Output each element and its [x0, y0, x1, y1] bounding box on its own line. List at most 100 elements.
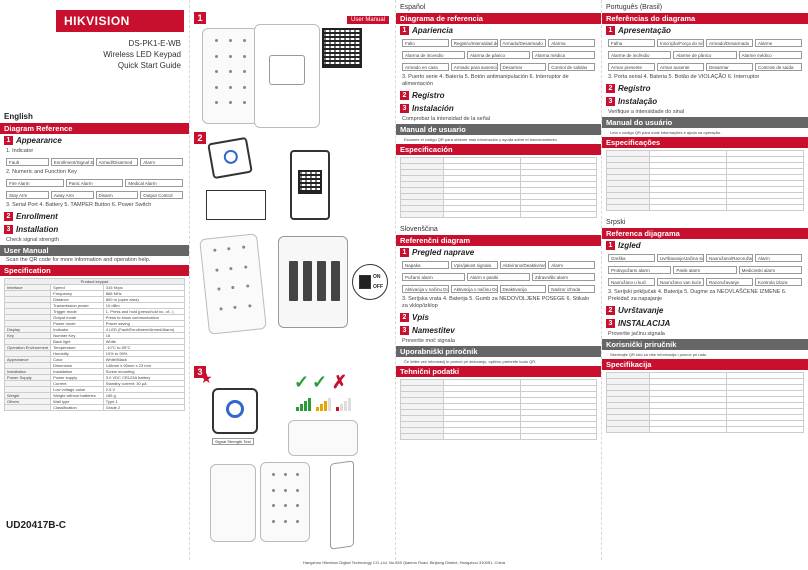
indicator-row: Falha Inscrição/Força do sinal Armado/De… [602, 37, 808, 49]
table-row [605, 426, 804, 433]
table-cell [399, 433, 445, 440]
user-manual-heading: User Manual [0, 245, 189, 256]
key-row: Požarni alarm Alarm v paniki Zdravniški … [396, 271, 601, 283]
footer-address: Hangzhou Hikvision Digital Technology CO… [302, 560, 506, 565]
scan-text: Leia o código QR para mais informações e… [610, 130, 722, 135]
key-item: Aktivacija v načinu Doma [402, 285, 449, 293]
table-cell: Grade 2 [102, 404, 186, 411]
specification-heading: Specifikacija [602, 359, 808, 370]
battery-icon [317, 261, 326, 301]
signal-bars-icon [316, 398, 331, 411]
keypad-side-illustration [199, 233, 267, 335]
keypad-side-profile [330, 460, 354, 550]
check-signal-note: Comprobar la intensidad de la señal [402, 116, 491, 122]
check-signal-note: Verifique a intensidade do sinal [608, 109, 685, 115]
key-item: Nadzor izhoda [548, 285, 595, 293]
key-item: Desarmar [499, 63, 547, 71]
key-item: Alarme de pânico [673, 51, 737, 59]
table-cell [605, 426, 651, 433]
indicator-item: Enrollment/Signal Strength [50, 158, 94, 166]
guide-title: Quick Start Guide [117, 61, 181, 70]
diagram-reference-heading: Diagram Reference [0, 123, 189, 134]
battery-icon [289, 261, 298, 301]
signal-test-illustration [212, 388, 258, 434]
signal-bars-icon [336, 398, 351, 411]
key-item: Naoružano u kući [608, 278, 655, 286]
key-row: Stay Arm Away Arm Disarm Output Control [0, 189, 189, 201]
indicator-row: Fallo Registro/Intensidad de señal Armad… [396, 37, 601, 49]
star-icon: ★ [200, 370, 213, 386]
key-item: Aktivacija v načinu Odsoten [450, 285, 498, 293]
check-signal-note: Proverite jačinu signala [608, 331, 665, 337]
spec-table [399, 379, 598, 440]
panel-screen-illustration [206, 190, 266, 220]
key-item: Desarmar [706, 63, 753, 71]
parts-caption: 3. Serijska vrata 4. Baterija 5. Gumb za… [402, 296, 590, 309]
scan-text: Escanee el código QR para obtener más in… [404, 137, 558, 142]
table-cell [605, 204, 651, 211]
table-cell [519, 211, 598, 218]
indicator-item: Registro/Intensidad de señal [450, 39, 498, 47]
specification-heading: Specification [0, 265, 189, 276]
indicator-row: Napaka Vpis/jakost signala Aktivirano/De… [396, 259, 601, 271]
table-cell: 4 LED (Fault/Enrollment/Armed/Alarm) [102, 326, 186, 333]
keypad-enrollment-illustration [207, 136, 253, 180]
diagram-reference-heading: Referenca dijagrama [602, 228, 808, 239]
key-item: Armar ausente [657, 63, 704, 71]
user-manual-heading: Manual do usuário [602, 117, 808, 128]
indicator-item: Vpis/jakost signala [450, 261, 498, 269]
language-label: Español [400, 4, 426, 11]
indicator-item: Alarm [548, 261, 595, 269]
step-number-icon: 1 [4, 136, 13, 145]
indicator-item: Aktivirano/Deaktivirano [499, 261, 547, 269]
diagram-reference-heading: Referenčni diagram [396, 235, 601, 246]
check-icon: ✓ [312, 372, 328, 392]
off-label: OFF [373, 284, 383, 290]
english-panel: HIKVISION DS-PK1-E-WB Wireless LED Keypa… [0, 0, 190, 560]
scan-text: Scan the QR code for more information an… [6, 257, 151, 263]
product-model: DS-PK1-E-WB [128, 39, 181, 48]
table-cell: Classification [50, 404, 104, 411]
keypad-front-illustration [202, 28, 258, 124]
indicator-item: Alarm [140, 158, 183, 166]
key-row: Aktivacija v načinu Doma Aktivacija v na… [396, 283, 601, 295]
key-item: Stay Arm [6, 191, 49, 199]
table-row [605, 204, 804, 211]
key-item: Panik alarm [673, 266, 737, 274]
indicator-item: Falha [608, 39, 655, 47]
indicator-item: Fault [6, 158, 49, 166]
language-label: Srpski [606, 219, 626, 226]
specification-heading: Especificación [396, 144, 601, 155]
key-row: Alarme de incêndio Alarme de pânico Alar… [602, 49, 808, 61]
battery-compartment-illustration [278, 236, 348, 328]
figures-panel: User Manual 1 2 ON OFF 3 ★ Signal Streng… [190, 0, 396, 560]
key-row: Fire Alarm Panic Alarm Medical Alarm [0, 177, 189, 189]
specification-heading: Tehnični podatki [396, 366, 601, 377]
key-item: Zdravniški alarm [532, 273, 595, 281]
keys-caption: 2. Numeric and Function Key [6, 169, 77, 175]
spec-table [605, 150, 804, 211]
indicator-item: Armado/Desarmado [499, 39, 547, 47]
keypad-mini-illustration [288, 420, 358, 456]
language-label: Português (Brasil) [606, 4, 663, 11]
check-signal-note: Check signal strength [6, 237, 59, 243]
key-item: Alarme de incêndio [608, 51, 672, 59]
check-icon: ✓ [294, 372, 310, 392]
parts-caption: 3. Porta serial 4. Bateria 5. Botão de V… [608, 74, 760, 80]
key-item: Razoružavanje [706, 278, 753, 286]
key-item: Deaktivacija [499, 285, 547, 293]
indicator-row: Greška Uvrštavanje/Jačina signala Naoruž… [602, 252, 808, 264]
table-cell [519, 433, 598, 440]
indicator-item: Alarm [755, 254, 802, 262]
indicator-item: Armado/Desarmado [706, 39, 753, 47]
key-item: Alarme médico [738, 51, 802, 59]
